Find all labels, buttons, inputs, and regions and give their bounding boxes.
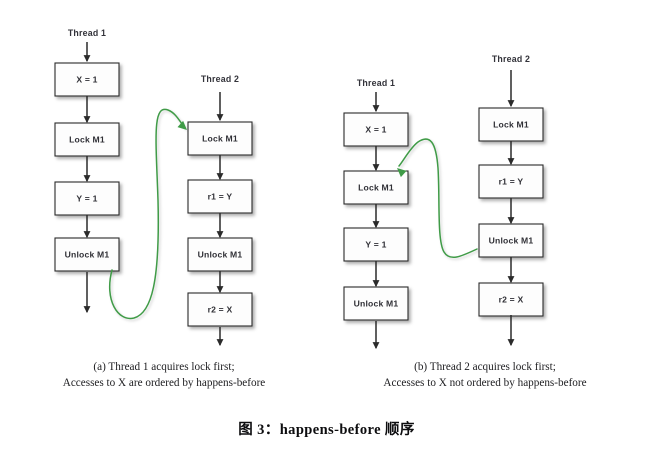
node-box-frame <box>187 237 253 272</box>
panel-a-thread-2-label: Thread 2 <box>201 74 239 84</box>
node-lock-m1: Lock M1 <box>54 122 120 157</box>
node-box-label: r1 = Y <box>499 176 524 186</box>
node-y-1: Y = 1 <box>54 181 120 216</box>
node-r1-y: r1 = Y <box>187 179 253 214</box>
panel-b-thread-2-label: Thread 2 <box>492 54 530 64</box>
node-box-frame <box>478 164 544 199</box>
node-box-frame <box>478 282 544 317</box>
node-r2-x: r2 = X <box>478 282 544 317</box>
panel-a-thread-1: Thread 1 X = 1 Lock M1 Y = 1 Unlock M1 <box>54 28 120 314</box>
node-box-label: Y = 1 <box>76 193 97 203</box>
node-y-1: Y = 1 <box>343 227 409 262</box>
node-box-label: X = 1 <box>365 124 386 134</box>
node-box-label: Unlock M1 <box>198 249 243 259</box>
node-lock-m1: Lock M1 <box>187 121 253 156</box>
node-box-label: X = 1 <box>76 74 97 84</box>
node-x-1: X = 1 <box>343 112 409 147</box>
node-x-1: X = 1 <box>54 62 120 97</box>
caption-b-line-2: Accesses to X not ordered by happens-bef… <box>383 376 587 389</box>
node-box-frame <box>343 286 409 321</box>
happens-before-curve <box>398 138 478 259</box>
node-box-frame <box>343 227 409 262</box>
node-box-frame <box>54 237 120 272</box>
node-lock-m1: Lock M1 <box>478 107 544 142</box>
node-box-label: r2 = X <box>208 304 233 314</box>
node-box-label: Lock M1 <box>493 119 529 129</box>
figure-title: 图 3：happens-before 顺序 <box>238 422 415 438</box>
node-unlock-m1: Unlock M1 <box>343 286 409 321</box>
panel-a-thread-2: Thread 2 Lock M1 r1 = Y Unlock M1 r2 = X <box>187 74 253 347</box>
caption-a-line-2: Accesses to X are ordered by happens-bef… <box>62 376 266 389</box>
panel-b-thread-2: Thread 2 Lock M1 r1 = Y Unlock M1 r2 = X <box>478 54 544 347</box>
happens-before-curve <box>108 108 186 320</box>
node-lock-m1: Lock M1 <box>343 170 409 205</box>
node-box-frame <box>478 107 544 142</box>
node-box-frame <box>478 223 544 258</box>
happens-before-edge-unlock-to-lock <box>397 138 478 259</box>
node-box-label: Lock M1 <box>202 133 238 143</box>
node-unlock-m1: Unlock M1 <box>187 237 253 272</box>
node-unlock-m1: Unlock M1 <box>478 223 544 258</box>
node-box-label: Lock M1 <box>358 182 394 192</box>
caption-panel-a: (a) Thread 1 acquires lock first; Access… <box>14 360 314 391</box>
node-box-frame <box>54 181 120 216</box>
node-box-label: Unlock M1 <box>354 298 399 308</box>
node-box-frame <box>187 121 253 156</box>
node-box-frame <box>187 292 253 327</box>
node-box-label: Unlock M1 <box>489 235 534 245</box>
caption-panel-b: (b) Thread 2 acquires lock first; Access… <box>330 360 640 391</box>
node-unlock-m1: Unlock M1 <box>54 237 120 272</box>
node-box-label: Lock M1 <box>69 134 105 144</box>
node-box-label: Unlock M1 <box>65 249 110 259</box>
caption-b-line-1: (b) Thread 2 acquires lock first; <box>414 361 556 373</box>
node-r2-x: r2 = X <box>187 292 253 327</box>
happens-before-arrowhead <box>397 168 407 178</box>
panel-b-thread-1-label: Thread 1 <box>357 78 395 88</box>
node-r1-y: r1 = Y <box>478 164 544 199</box>
panel-a-thread-1-label: Thread 1 <box>68 28 106 38</box>
caption-a-line-1: (a) Thread 1 acquires lock first; <box>93 361 235 373</box>
node-box-frame <box>187 179 253 214</box>
node-box-label: r2 = X <box>499 294 524 304</box>
node-box-frame <box>54 122 120 157</box>
happens-before-arrowhead <box>177 120 187 130</box>
node-box-label: r1 = Y <box>208 191 233 201</box>
node-box-frame <box>343 112 409 147</box>
node-box-label: Y = 1 <box>365 239 386 249</box>
panel-b-thread-1: Thread 1 X = 1 Lock M1 Y = 1 Unlock M1 <box>343 78 409 350</box>
happens-before-edge-unlock-to-lock <box>108 108 187 320</box>
